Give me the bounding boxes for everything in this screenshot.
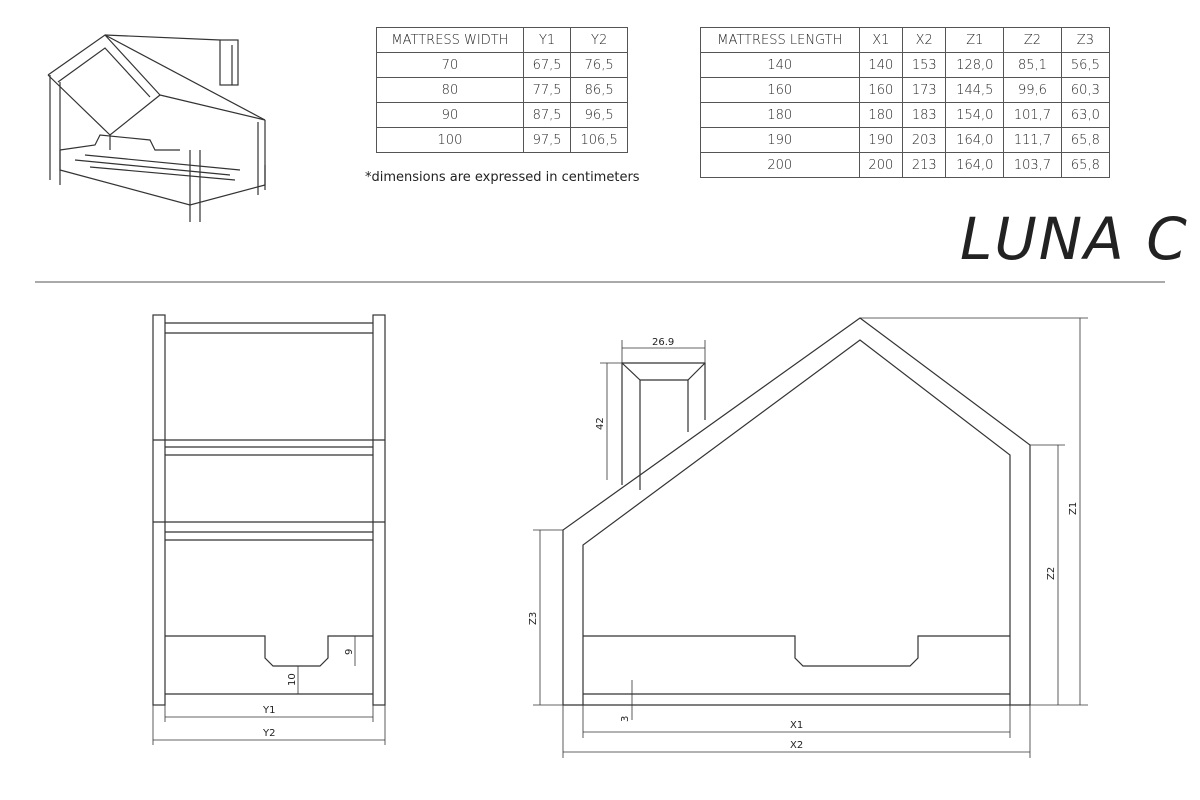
dim-z3: Z3 — [528, 612, 539, 625]
dim-bottom: 10 — [287, 673, 298, 686]
header-cell: Y2 — [570, 27, 628, 53]
bed-isometric-sketch — [47, 34, 266, 222]
side-view — [562, 317, 1031, 706]
cell: 203 — [902, 127, 947, 153]
header-cell: X1 — [858, 27, 904, 53]
dim-notch: 9 — [344, 649, 355, 655]
cell: 190 — [700, 127, 860, 153]
front-view-dimensions — [152, 636, 386, 745]
header-cell: Y1 — [522, 27, 572, 53]
cell: 140 — [858, 52, 904, 78]
header-cell: Z3 — [1060, 27, 1111, 53]
cell: 100 — [376, 127, 524, 153]
cell: 103,7 — [1003, 152, 1062, 178]
cell: 90 — [376, 102, 524, 128]
cell: 86,5 — [570, 77, 628, 103]
cell: 190 — [858, 127, 904, 153]
header-cell: X2 — [902, 27, 947, 53]
dim-z1: Z1 — [1068, 502, 1079, 515]
cell: 85,1 — [1003, 52, 1062, 78]
dim-x1: X1 — [790, 720, 803, 731]
cell: 144,5 — [945, 77, 1005, 103]
header-cell: Z1 — [945, 27, 1005, 53]
dim-chimney-height: 42 — [595, 417, 606, 430]
cell: 101,7 — [1003, 102, 1062, 128]
cell: 160 — [700, 77, 860, 103]
cell: 140 — [700, 52, 860, 78]
dim-x2: X2 — [790, 740, 803, 751]
cell: 70 — [376, 52, 524, 78]
cell: 213 — [902, 152, 947, 178]
cell: 87,5 — [522, 102, 572, 128]
cell: 106,5 — [570, 127, 628, 153]
dim-gap: 3 — [620, 716, 631, 722]
units-note: *dimensions are expressed in centimeters — [365, 170, 640, 185]
cell: 56,5 — [1060, 52, 1111, 78]
dim-z2: Z2 — [1046, 567, 1057, 580]
cell: 180 — [700, 102, 860, 128]
cell: 183 — [902, 102, 947, 128]
cell: 96,5 — [570, 102, 628, 128]
cell: 160 — [858, 77, 904, 103]
header-cell: Z2 — [1003, 27, 1062, 53]
cell: 200 — [858, 152, 904, 178]
cell: 164,0 — [945, 127, 1005, 153]
cell: 60,3 — [1060, 77, 1111, 103]
side-view-dimensions — [533, 317, 1088, 758]
header-cell: MATTRESS LENGTH — [700, 27, 860, 53]
cell: 128,0 — [945, 52, 1005, 78]
cell: 200 — [700, 152, 860, 178]
cell: 153 — [902, 52, 947, 78]
table-header-row: MATTRESS WIDTH Y1 Y2 — [376, 27, 628, 53]
cell: 111,7 — [1003, 127, 1062, 153]
header-cell: MATTRESS WIDTH — [376, 27, 524, 53]
cell: 65,8 — [1060, 127, 1111, 153]
cell: 173 — [902, 77, 947, 103]
cell: 63,0 — [1060, 102, 1111, 128]
cell: 67,5 — [522, 52, 572, 78]
cell: 80 — [376, 77, 524, 103]
cell: 164,0 — [945, 152, 1005, 178]
front-view — [152, 314, 386, 706]
cell: 76,5 — [570, 52, 628, 78]
cell: 154,0 — [945, 102, 1005, 128]
cell: 180 — [858, 102, 904, 128]
product-title: LUNA C — [960, 205, 1189, 273]
cell: 77,5 — [522, 77, 572, 103]
cell: 97,5 — [522, 127, 572, 153]
cell: 99,6 — [1003, 77, 1062, 103]
dim-y2: Y2 — [262, 728, 275, 739]
cell: 65,8 — [1060, 152, 1111, 178]
table-header-row: MATTRESS LENGTH X1 X2 Z1 Z2 Z3 — [700, 27, 1111, 53]
dim-y1: Y1 — [262, 705, 275, 716]
dim-chimney-width: 26.9 — [652, 337, 674, 348]
